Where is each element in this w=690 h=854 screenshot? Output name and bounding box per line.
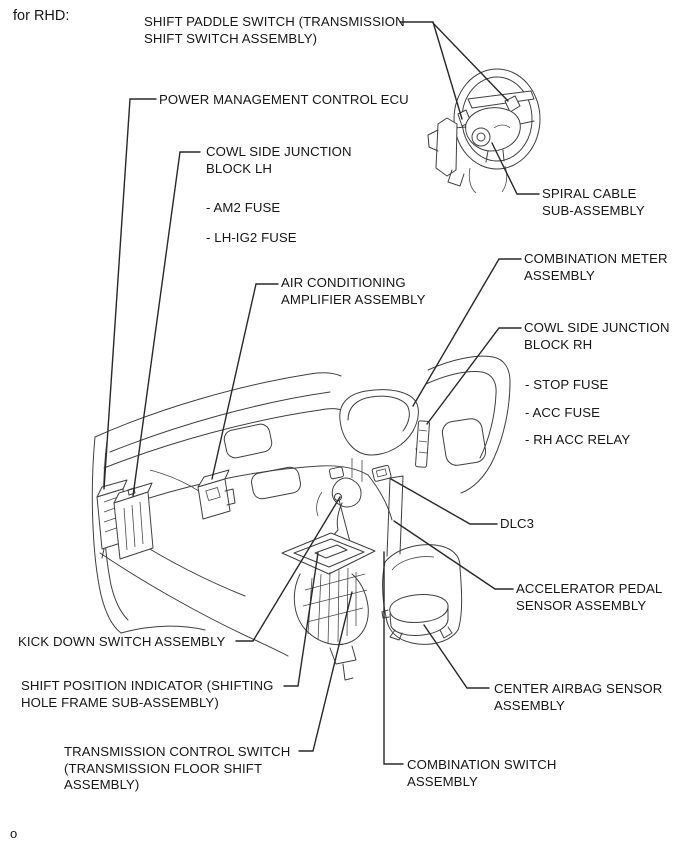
pedal-kickdown-area [316,466,362,539]
label-line: DLC3 [500,516,535,531]
label-shift-paddle-switch: SHIFT PADDLE SWITCH (TRANSMISSION SHIFT … [144,14,405,47]
label-line: SPIRAL CABLE [542,186,637,201]
shift-paddle-right [504,95,521,113]
label-line: - AM2 FUSE [206,200,281,215]
leader-kick-down-switch [235,496,341,642]
center-airbag-sensor-part [381,594,453,641]
label-dlc3: DLC3 [500,516,534,533]
label-shift-position-indicator: SHIFT POSITION INDICATOR (SHIFTING HOLE … [21,678,274,711]
label-line: - ACC FUSE [525,405,601,420]
label-line: POWER MANAGEMENT CONTROL ECU [159,92,409,107]
leader-cowl-junction-rh [426,327,522,425]
label-line: HOLE FRAME SUB-ASSEMBLY) [21,694,219,710]
label-line: AIR CONDITIONING [281,275,406,290]
steering-wheel [427,68,541,194]
leader-shift-position-indicator [283,552,319,687]
shifter-assembly [281,493,376,681]
label-combination-meter: COMBINATION METER ASSEMBLY [524,251,668,284]
leader-dlc3 [390,478,498,525]
label-line: COMBINATION METER [524,251,668,266]
label-power-management-ecu: POWER MANAGEMENT CONTROL ECU [159,92,409,109]
label-line: TRANSMISSION CONTROL SWITCH [64,744,291,759]
label-combination-switch: COMBINATION SWITCH ASSEMBLY [407,757,557,790]
leader-combination-switch [383,551,404,765]
label-kick-down-switch: KICK DOWN SWITCH ASSEMBLY [18,634,225,651]
label-line: SENSOR ASSEMBLY [516,597,647,613]
label-center-airbag-sensor: CENTER AIRBAG SENSOR ASSEMBLY [494,681,662,714]
variant-note: for RHD: [13,8,70,24]
label-am2-fuse: - AM2 FUSE [206,200,280,217]
label-line: KICK DOWN SWITCH ASSEMBLY [18,634,226,649]
label-rh-acc-relay: - RH ACC RELAY [525,432,630,449]
label-line: BLOCK RH [524,336,593,352]
label-ac-amplifier: AIR CONDITIONING AMPLIFIER ASSEMBLY [281,275,425,308]
center-console [381,544,463,645]
leader-cowl-junction-lh [132,151,201,497]
leader-combination-meter [412,258,522,407]
label-cowl-junction-lh: COWL SIDE JUNCTION BLOCK LH [206,144,352,177]
leader-ac-amplifier [211,283,279,480]
label-line: BLOCK LH [206,160,273,176]
label-line: ACCELERATOR PEDAL [516,581,663,596]
label-line: ASSEMBLY) [64,777,140,792]
dlc3-connector [371,464,392,482]
label-line: SHIFT SWITCH ASSEMBLY) [144,30,318,46]
label-line: AMPLIFIER ASSEMBLY [281,291,426,307]
label-line: ASSEMBLY [494,697,565,713]
label-spiral-cable: SPIRAL CABLE SUB-ASSEMBLY [542,186,645,219]
label-acc-fuse: - ACC FUSE [525,405,600,422]
label-lh-ig2-fuse: - LH-IG2 FUSE [206,230,297,247]
cowl-junction-block-rh-part [415,420,430,468]
label-line: ASSEMBLY [524,267,595,283]
leader-power-management-ecu [103,98,157,490]
label-line: - RH ACC RELAY [525,432,631,447]
leader-lines [103,21,540,765]
leader-spiral-cable [491,142,540,195]
label-line: SHIFT PADDLE SWITCH (TRANSMISSION [144,14,405,29]
label-line: (TRANSMISSION FLOOR SHIFT [64,760,263,776]
leader-shift-paddle-switch [399,21,509,120]
label-stop-fuse: - STOP FUSE [525,377,608,394]
label-accelerator-pedal-sensor: ACCELERATOR PEDAL SENSOR ASSEMBLY [516,581,662,614]
label-line: COWL SIDE JUNCTION [206,144,352,159]
stray-footer-character: o [10,826,18,841]
leader-center-airbag-sensor [423,624,490,689]
label-transmission-control-switch: TRANSMISSION CONTROL SWITCH (TRANSMISSIO… [64,744,290,794]
ac-amplifier-part [197,469,236,520]
label-cowl-junction-rh: COWL SIDE JUNCTION BLOCK RH [524,320,670,353]
leader-transmission-control-switch [298,591,353,752]
label-line: COWL SIDE JUNCTION [524,320,670,335]
label-line: - STOP FUSE [525,377,609,392]
label-line: COMBINATION SWITCH [407,757,557,772]
leader-accelerator-pedal-sensor [393,520,514,590]
label-line: SHIFT POSITION INDICATOR (SHIFTING [21,678,274,693]
label-line: CENTER AIRBAG SENSOR [494,681,663,696]
label-line: - LH-IG2 FUSE [206,230,297,245]
label-line: ASSEMBLY [407,773,478,789]
console-strut [386,475,404,557]
label-line: SUB-ASSEMBLY [542,202,645,218]
